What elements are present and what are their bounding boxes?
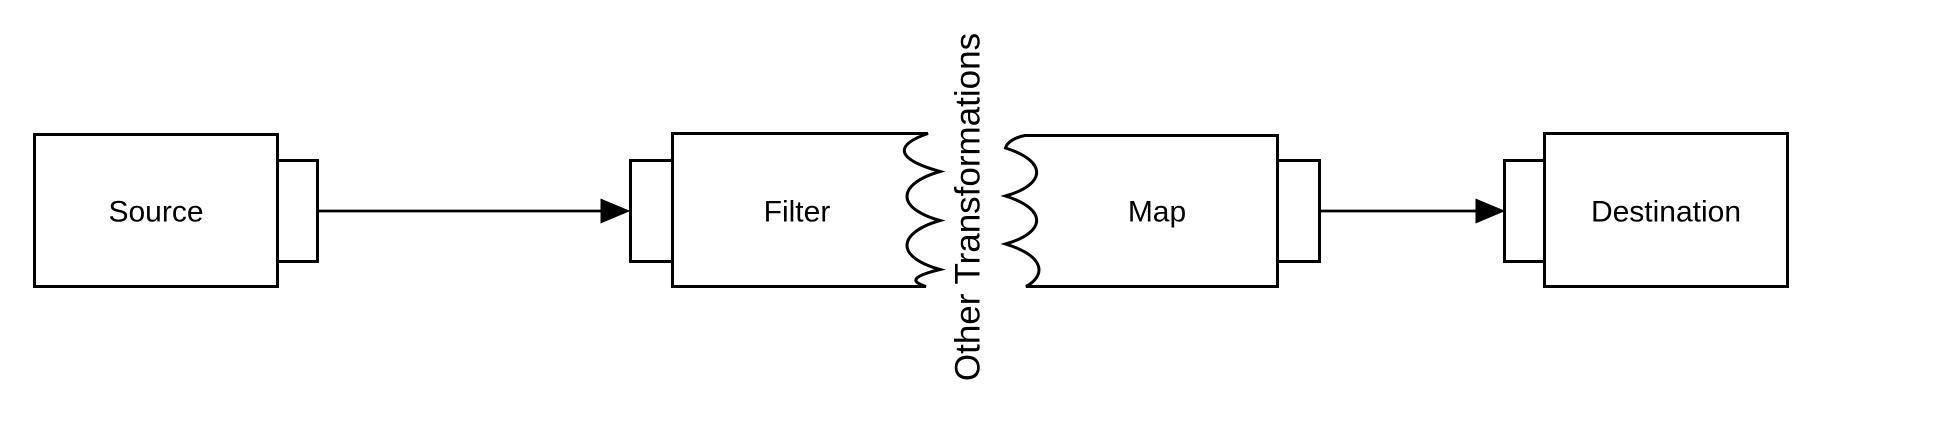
connector-map-to-destination[interactable] [1319,198,1506,224]
map-label: Map [1128,196,1186,229]
node-map[interactable]: Map [1000,134,1321,288]
map-output-port [1276,159,1321,263]
map-box-torn-left [1000,134,1279,288]
other-transformations-annotation[interactable]: Other Transformations [949,33,988,381]
source-box [33,133,279,288]
filter-input-port [629,159,674,263]
source-output-port [276,159,319,263]
node-source[interactable]: Source [33,133,319,288]
arrowhead-icon [600,198,631,224]
filter-box-torn-right [671,132,946,288]
node-destination[interactable]: Destination [1503,132,1789,288]
destination-label: Destination [1591,196,1741,229]
destination-box [1543,132,1789,288]
node-filter[interactable]: Filter [629,132,946,288]
filter-label: Filter [764,196,831,229]
connector-source-to-filter[interactable] [317,198,631,224]
source-label: Source [108,196,203,229]
destination-input-port [1503,159,1546,263]
arrowhead-icon [1475,198,1506,224]
